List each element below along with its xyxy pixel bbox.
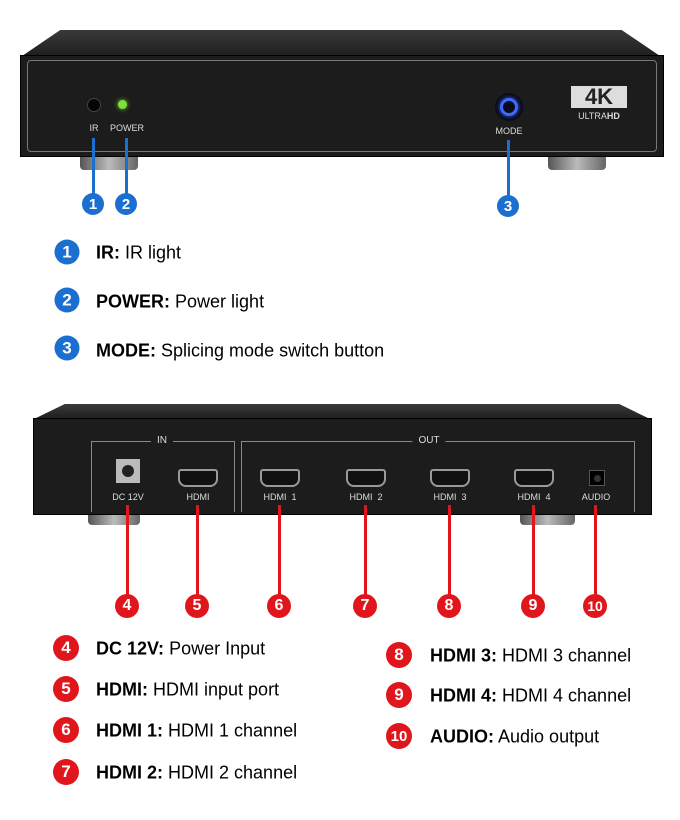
callout-4: 4 bbox=[115, 594, 139, 618]
audio-jack[interactable] bbox=[589, 470, 605, 486]
callout-line-9 bbox=[532, 505, 535, 597]
rear-panel: IN OUT DC 12V HDMI HDMI 1 HDMI 2 HDMI 3 … bbox=[33, 418, 652, 515]
legend-num-7: 7 bbox=[53, 759, 79, 785]
legend-num-2: 2 bbox=[54, 287, 80, 313]
hdmi-in-port[interactable] bbox=[178, 469, 218, 487]
port-label-hdmi1: HDMI 1 bbox=[263, 492, 297, 502]
legend-item-hdmi4: HDMI 4: HDMI 4 channel bbox=[430, 685, 632, 706]
legend-num-3: 3 bbox=[54, 335, 80, 361]
legend-item-power: POWER: Power light bbox=[96, 291, 265, 312]
hdmi-out-1-port[interactable] bbox=[260, 469, 300, 487]
mode-button[interactable] bbox=[495, 93, 523, 121]
callout-3: 3 bbox=[497, 195, 519, 217]
legend-item-hdmi3: HDMI 3: HDMI 3 channel bbox=[430, 645, 632, 666]
mode-label: MODE bbox=[495, 126, 523, 136]
legend-item-dc: DC 12V: Power Input bbox=[96, 638, 266, 659]
rear-device-top bbox=[34, 404, 650, 419]
ir-sensor bbox=[87, 98, 101, 112]
callout-line-4 bbox=[126, 505, 129, 597]
4k-ultrahd-logo: 4K ULTRAHD bbox=[571, 86, 627, 121]
hdmi-out-2-port[interactable] bbox=[346, 469, 386, 487]
dc-jack[interactable] bbox=[116, 459, 140, 483]
front-panel: IR POWER MODE 4K ULTRAHD bbox=[20, 55, 664, 157]
callout-line-8 bbox=[448, 505, 451, 597]
callout-7: 7 bbox=[353, 594, 377, 618]
power-label: POWER bbox=[109, 123, 145, 133]
legend-num-6: 6 bbox=[53, 717, 79, 743]
in-label: IN bbox=[151, 435, 173, 446]
callout-9: 9 bbox=[521, 594, 545, 618]
callout-line-3 bbox=[507, 140, 510, 196]
legend-num-8: 8 bbox=[386, 642, 412, 668]
legend-num-5: 5 bbox=[53, 676, 79, 702]
port-label-audio: AUDIO bbox=[581, 492, 611, 502]
out-label: OUT bbox=[412, 435, 446, 446]
callout-line-1 bbox=[92, 138, 95, 194]
legend-num-1: 1 bbox=[54, 239, 80, 265]
legend-item-audio: AUDIO: Audio output bbox=[430, 726, 600, 747]
callout-line-5 bbox=[196, 505, 199, 597]
callout-5: 5 bbox=[185, 594, 209, 618]
callout-10: 10 bbox=[583, 594, 607, 618]
legend-item-hdmi2: HDMI 2: HDMI 2 channel bbox=[96, 762, 298, 783]
port-label-hdmi2: HDMI 2 bbox=[349, 492, 383, 502]
callout-line-10 bbox=[594, 505, 597, 597]
port-label-hdmi4: HDMI 4 bbox=[517, 492, 551, 502]
port-label-dc: DC 12V bbox=[112, 492, 144, 502]
port-label-hdmi3: HDMI 3 bbox=[433, 492, 467, 502]
callout-line-7 bbox=[364, 505, 367, 597]
callout-8: 8 bbox=[437, 594, 461, 618]
legend-num-4: 4 bbox=[53, 635, 79, 661]
port-label-hdmi: HDMI bbox=[186, 492, 210, 502]
power-led bbox=[118, 100, 127, 109]
front-foot-right bbox=[548, 154, 606, 170]
hdmi-out-4-port[interactable] bbox=[514, 469, 554, 487]
hdmi-out-3-port[interactable] bbox=[430, 469, 470, 487]
front-device-top bbox=[22, 30, 660, 56]
legend-item-hdmi1: HDMI 1: HDMI 1 channel bbox=[96, 720, 298, 741]
callout-line-2 bbox=[125, 138, 128, 194]
callout-line-6 bbox=[278, 505, 281, 597]
legend-num-9: 9 bbox=[386, 682, 412, 708]
callout-6: 6 bbox=[267, 594, 291, 618]
callout-2: 2 bbox=[115, 193, 137, 215]
legend-item-hdmi: HDMI: HDMI input port bbox=[96, 679, 280, 700]
ir-label: IR bbox=[89, 123, 99, 133]
legend-item-mode: MODE: Splicing mode switch button bbox=[96, 340, 385, 361]
legend-item-ir: IR: IR light bbox=[96, 242, 182, 263]
legend-num-10: 10 bbox=[386, 723, 412, 749]
callout-1: 1 bbox=[82, 193, 104, 215]
